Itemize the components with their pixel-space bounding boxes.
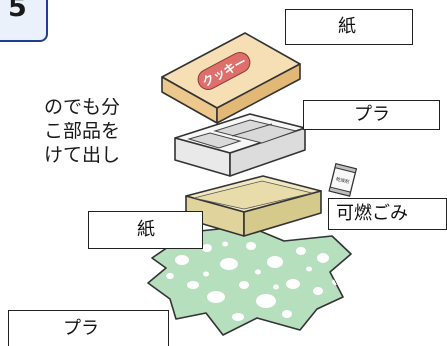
- label-inner-box-paper: 紙: [88, 211, 203, 249]
- inner-paper-box: [185, 175, 322, 237]
- section-number: 5: [8, 0, 27, 23]
- plastic-tray: [174, 113, 306, 177]
- explanation-line-2: こ部品を: [43, 122, 120, 142]
- label-desiccant-burnable: 可燃ごみ: [328, 198, 447, 230]
- desiccant-packet: 乾燥剤: [328, 162, 358, 197]
- label-tray-plastic: プラ: [303, 100, 440, 130]
- plastic-wrap-sheet: [147, 225, 352, 336]
- explanation-line-3: けて出し: [43, 146, 120, 166]
- explanation-line-1: のでも分: [43, 98, 120, 118]
- desiccant-print: 乾燥剤: [335, 175, 350, 185]
- section-number-tab: 5: [0, 0, 48, 42]
- paper-lid-box: クッキー: [161, 32, 301, 124]
- label-lid-paper: 紙: [285, 9, 413, 45]
- label-wrap-plastic: プラ: [8, 310, 169, 346]
